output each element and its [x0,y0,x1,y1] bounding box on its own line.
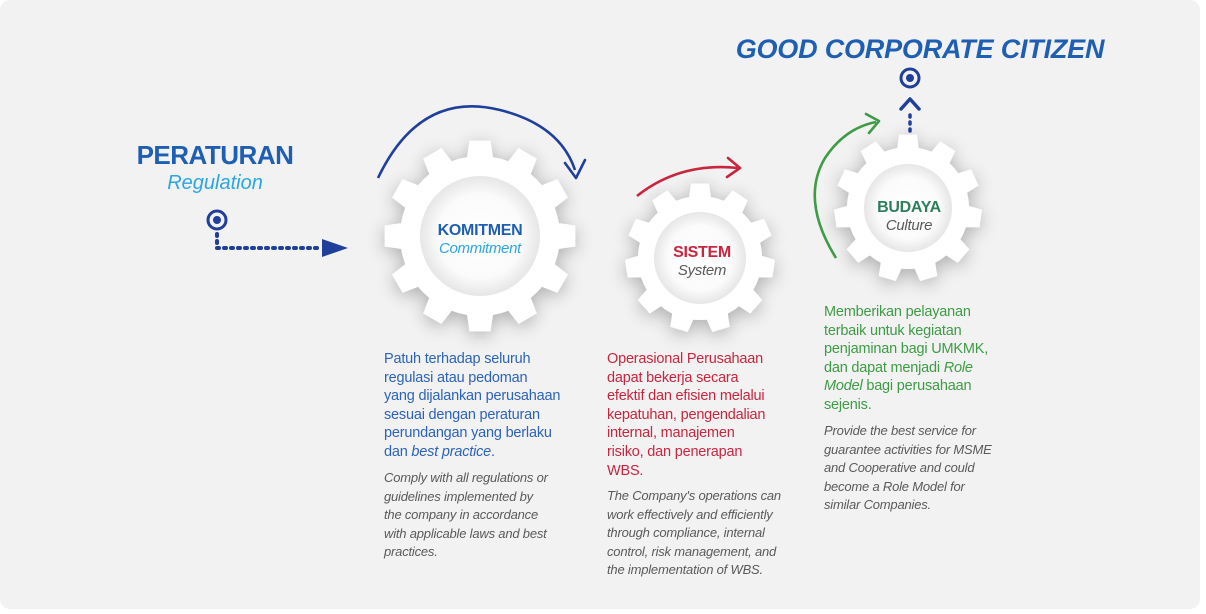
budaya-description-en: Provide the best service for guarantee a… [824,422,1024,515]
gear-title: BUDAYA [877,199,941,216]
text-span: bagi perusahaan [862,378,972,395]
text-line: The Company's operations can [607,488,781,503]
dotted-arrow-up [899,97,921,136]
target-icon [899,67,921,89]
text-line: guarantee activities for MSME [824,441,992,457]
text-line: terbaik untuk kegiatan [824,322,962,339]
text-line: practices. [384,544,438,559]
komitmen-description-en: Comply with all regulations or guideline… [384,469,594,562]
gear-komitmen [384,140,576,332]
text-line: similar Companies. [824,497,931,512]
text-span: dan dapat menjadi [824,359,944,376]
gear-label-sistem: SISTEM System [622,244,782,279]
text-line: Model bagi perusahaan [824,377,1024,396]
text-italic: best practice [411,443,492,460]
text-line: Comply with all regulations or [384,470,548,485]
text-line: control, risk management, and [607,543,777,559]
curved-arrow-blue [376,105,587,180]
text-line: Operasional Perusahaan [607,351,764,367]
gear-subtitle: Commitment [438,240,521,257]
gear-hub [420,176,540,296]
gear-subtitle: Culture [885,217,933,234]
text-line: become a Role Model for [824,478,965,494]
text-line: penjaminan bagi UMKMK, [824,341,989,358]
curved-arrow-red [636,156,742,198]
text-italic: Role [943,359,973,376]
text-line: Patuh terhadap seluruh [384,351,531,367]
text-line: dapat bekerja secara [607,369,739,386]
text-line: perundangan yang berlaku [384,425,552,442]
text-line: work effectively and efficiently [607,506,773,522]
gear-label-komitmen: KOMITMEN Commitment [400,222,560,257]
text-line: through compliance, internal [607,525,765,540]
gear-title: KOMITMEN [437,222,523,239]
text-line: sesuai dengan peraturan [384,406,540,423]
text-line: efektif dan efisien melalui [607,388,765,405]
gear-label-budaya: BUDAYA Culture [829,199,989,234]
diagram-title: GOOD CORPORATE CITIZEN [735,34,1105,64]
text-line: risiko, dan penerapan [607,443,743,460]
text-line: dan best practice. [384,443,594,462]
text-line: the implementation of WBS. [607,562,763,577]
text-line: and Cooperative and could [824,460,975,475]
text-line: kepatuhan, pengendalian [607,406,766,423]
gear-budaya [834,134,982,281]
text-line: WBS. [607,462,644,479]
regulation-title: PERATURAN [136,140,294,170]
text-line: internal, manajemen [607,425,735,442]
target-icon [206,209,228,231]
gear-subtitle: System [677,262,727,279]
text-line: guidelines implemented by [384,488,533,504]
text-italic: Model [824,378,863,395]
text-line: dan dapat menjadi Role [824,359,1024,378]
sistem-description-en: The Company's operations can work effect… [607,487,807,580]
budaya-description-id: Memberikan pelayanan terbaik untuk kegia… [824,303,1024,415]
text-line: the company in accordance [384,507,538,522]
gear-hub [864,164,952,252]
text-span: . [491,443,495,460]
sistem-description-id: Operasional Perusahaan dapat bekerja sec… [607,350,807,480]
text-line: Memberikan pelayanan [824,304,971,320]
text-line: sejenis. [824,396,872,413]
text-line: Provide the best service for [824,423,976,438]
gear-hub [654,212,746,304]
text-line: yang dijalankan perusahaan [384,388,561,405]
curved-arrow-green [813,112,881,259]
gear-title: SISTEM [673,244,731,261]
gear-sistem [625,183,775,332]
text-line: with applicable laws and best [384,525,547,541]
regulation-subtitle: Regulation [167,172,263,194]
dotted-arrow-right [215,232,348,257]
komitmen-description-id: Patuh terhadap seluruh regulasi atau ped… [384,350,594,462]
text-span: dan [384,443,412,460]
text-line: regulasi atau pedoman [384,369,528,386]
